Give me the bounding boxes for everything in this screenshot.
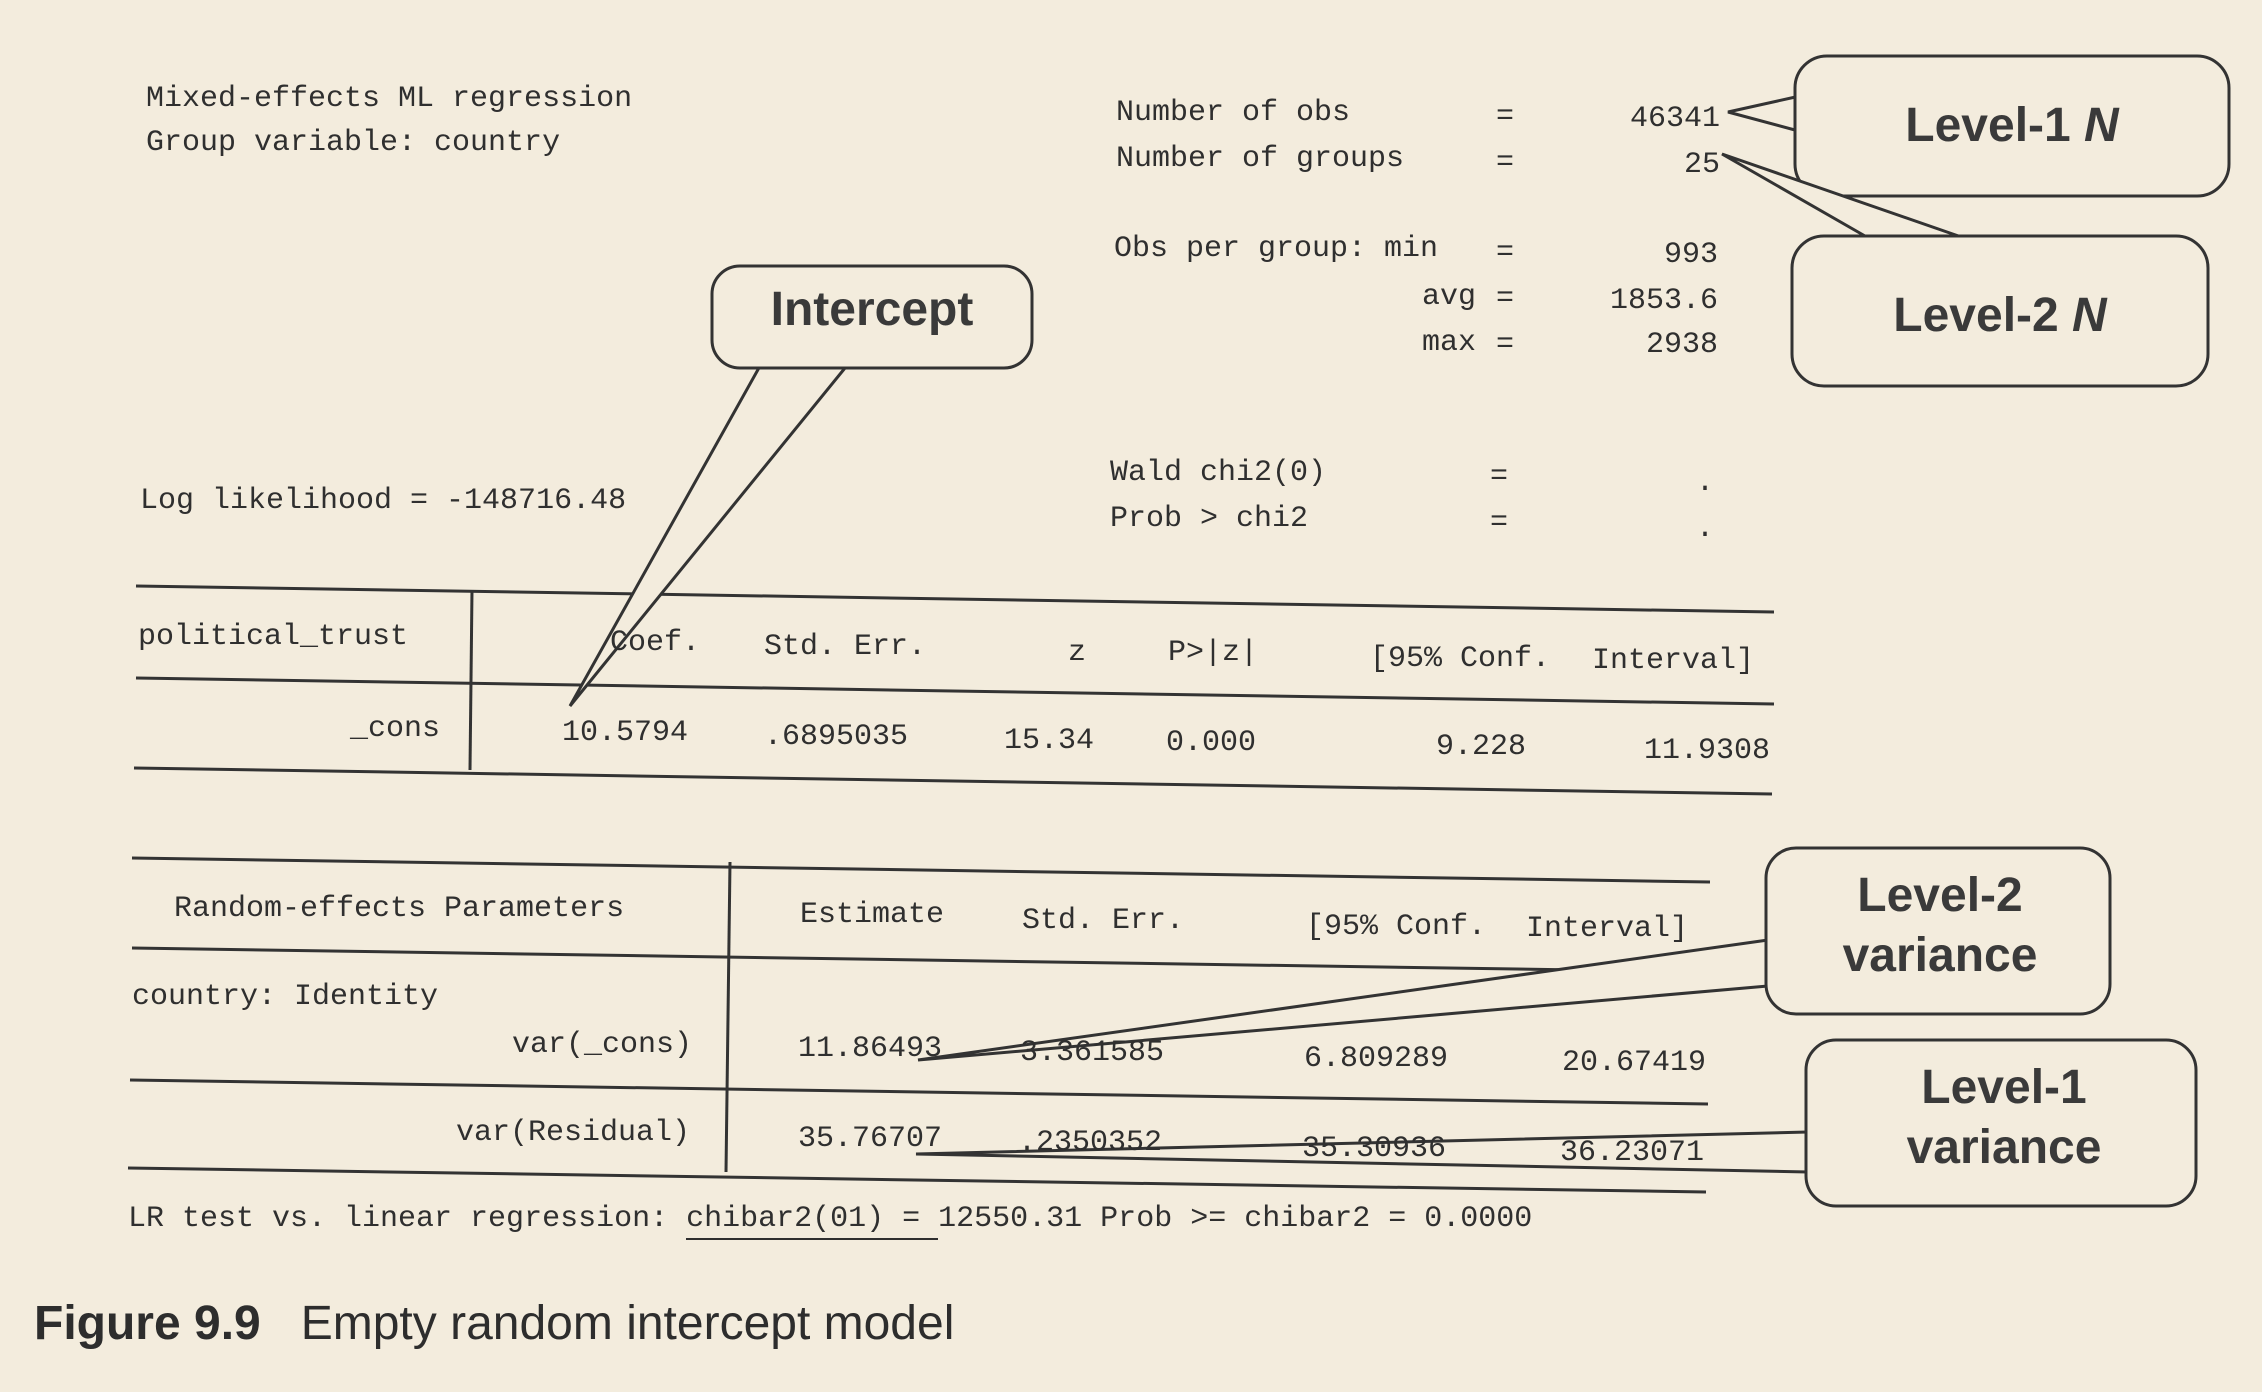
stat-value-groups: 25	[1683, 148, 1720, 182]
random-header-ci-low: [95% Conf.	[1306, 910, 1487, 944]
stat-label: Number of obs	[1116, 96, 1351, 130]
random-table-title: Random-effects Parameters	[174, 892, 625, 926]
random-header-estimate: Estimate	[800, 898, 945, 932]
intercept-callout-shape	[568, 264, 1034, 707]
fixed-cell-ci-high: 11.9308	[1643, 734, 1770, 768]
fixed-header-z: z	[1068, 636, 1087, 670]
n-letter: N	[2072, 289, 2107, 342]
stat-eq: =	[1496, 236, 1515, 270]
random-cell-estimate: 35.76707	[798, 1122, 943, 1156]
fixed-table-bottom-rule	[133, 766, 1773, 796]
level1-n-callout: Level-1 N	[1905, 99, 2119, 152]
fixed-table-divider	[468, 589, 474, 771]
log-likelihood: Log likelihood = -148716.48	[140, 484, 627, 518]
fixed-header-ci-low: [95% Conf.	[1370, 642, 1551, 676]
random-group-label: country: Identity	[132, 980, 439, 1014]
stat-value-avg: 1853.6	[1609, 284, 1718, 318]
figure-title: Empty random intercept model	[300, 1297, 955, 1350]
stat-value-max: 2938	[1645, 328, 1718, 362]
level2-n-callout-shape	[1721, 152, 2210, 388]
lr-test-prefix: LR test vs. linear regression:	[128, 1202, 669, 1236]
stat-value-min: 993	[1663, 238, 1718, 272]
lr-test-stat: chibar2(01) =	[686, 1202, 939, 1240]
fixed-cell-p: 0.000	[1166, 726, 1257, 760]
random-table-header-rule	[131, 946, 1711, 974]
stat-label: avg	[1421, 280, 1476, 314]
random-cell-ci-low: 35.30936	[1302, 1132, 1447, 1166]
level2-var-callout: Level-2 variance	[1842, 869, 2038, 982]
stat-value-obs: 46341	[1629, 102, 1720, 136]
fixed-header-ci-high: Interval]	[1592, 644, 1755, 678]
fixed-row-name: _cons	[349, 712, 440, 746]
stat-label: Number of groups	[1116, 142, 1405, 176]
random-cell-se: 3.361585	[1020, 1036, 1165, 1070]
stat-label: Prob > chi2	[1110, 502, 1309, 536]
intercept-callout: Intercept	[770, 283, 974, 336]
level1-n-callout-shape	[1727, 54, 2231, 198]
random-cell-ci-low: 6.809289	[1304, 1042, 1449, 1076]
fixed-header-coef: Coef.	[609, 626, 700, 660]
lr-test-rest: 12550.31 Prob >= chibar2 = 0.0000	[938, 1202, 1533, 1236]
fixed-cell-z: 15.34	[1004, 724, 1095, 758]
stat-value-prob: .	[1695, 512, 1714, 546]
random-cell-estimate: 11.86493	[798, 1032, 943, 1066]
figure-caption: Figure 9.9 Empty random intercept model	[34, 1296, 954, 1351]
random-table-mid-rule	[129, 1078, 1709, 1106]
stat-value-wald: .	[1695, 466, 1714, 500]
stat-eq: =	[1496, 146, 1515, 180]
stat-label: max	[1421, 326, 1476, 360]
stat-eq: =	[1496, 282, 1515, 316]
random-header-ci-high: Interval]	[1526, 912, 1689, 946]
lr-test-line: LR test vs. linear regression: chibar2(0…	[128, 1202, 1533, 1240]
model-title: Mixed-effects ML regression	[146, 82, 633, 116]
stat-label: Obs per group: min	[1114, 232, 1439, 266]
fixed-header-p: P>|z|	[1168, 636, 1259, 670]
random-header-se: Std. Err.	[1022, 904, 1185, 938]
fixed-table-top-rule	[135, 584, 1775, 614]
figure-label: Figure 9.9	[34, 1297, 261, 1350]
fixed-cell-se: .6895035	[764, 720, 909, 754]
random-cell-ci-high: 36.23071	[1559, 1136, 1704, 1170]
fixed-header-se: Std. Err.	[764, 630, 927, 664]
fixed-table-header-rule	[135, 676, 1775, 706]
random-row-name: var(_cons)	[511, 1028, 692, 1062]
n-letter: N	[2084, 99, 2119, 152]
fixed-cell-coef: 10.5794	[562, 716, 689, 750]
random-table-top-rule	[131, 856, 1711, 884]
fixed-cell-ci-low: 9.228	[1435, 730, 1526, 764]
stat-eq: =	[1496, 100, 1515, 134]
random-table-divider	[724, 861, 732, 1173]
stat-eq: =	[1490, 460, 1509, 494]
level1-var-callout-shape	[915, 1038, 2198, 1208]
stat-label: Wald chi2(0)	[1110, 456, 1327, 490]
level2-n-callout: Level-2 N	[1893, 289, 2107, 342]
group-variable: Group variable: country	[146, 126, 561, 160]
random-cell-ci-high: 20.67419	[1561, 1046, 1706, 1080]
random-table-bottom-rule	[127, 1166, 1707, 1194]
level2-var-callout-shape	[917, 846, 2112, 1062]
depvar-label: political_trust	[138, 620, 409, 654]
level1-var-callout: Level-1 variance	[1906, 1061, 2102, 1174]
stat-eq: =	[1496, 328, 1515, 362]
random-row-name: var(Residual)	[455, 1116, 690, 1150]
random-cell-se: .2350352	[1018, 1126, 1163, 1160]
stat-eq: =	[1490, 506, 1509, 540]
